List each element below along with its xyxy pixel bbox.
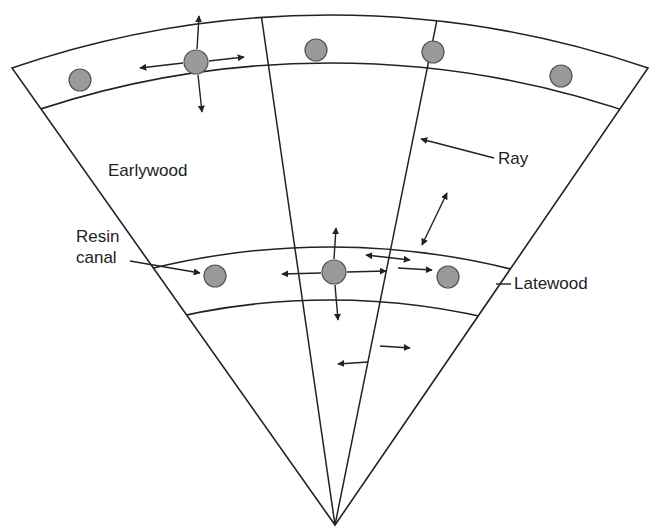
flow-arrow xyxy=(366,255,410,260)
flow-arrow xyxy=(334,228,336,259)
flow-arrow xyxy=(209,57,244,61)
ring-boundary xyxy=(0,247,662,532)
region-label: Earlywood xyxy=(108,160,187,181)
flow-arrow xyxy=(398,268,432,270)
resin-canal xyxy=(322,260,346,284)
flow-arrow xyxy=(422,193,447,245)
flow-arrow xyxy=(380,346,410,348)
ray-line xyxy=(259,0,335,525)
leader-line xyxy=(496,283,511,284)
resin-canal xyxy=(550,65,572,87)
wedge-outline xyxy=(12,15,648,525)
resin-canal xyxy=(184,50,208,74)
resin-canal xyxy=(305,39,327,61)
flow-arrow xyxy=(282,273,321,274)
region-label: Latewood xyxy=(514,273,588,294)
resin-canal xyxy=(422,41,444,63)
flow-arrow xyxy=(140,63,183,68)
ring-boundary xyxy=(0,63,662,532)
leader-line xyxy=(130,261,200,273)
part-label: Resin canal xyxy=(76,226,134,269)
flow-arrow xyxy=(338,362,368,364)
resin-canal xyxy=(437,266,459,288)
leader-line xyxy=(421,139,494,158)
resin-canal xyxy=(69,69,91,91)
flow-arrow xyxy=(197,16,199,49)
resin-canal xyxy=(204,265,226,287)
flow-arrow xyxy=(347,271,386,272)
flow-arrow xyxy=(335,285,338,320)
flow-arrow xyxy=(198,75,202,112)
part-label: Ray xyxy=(498,148,528,169)
